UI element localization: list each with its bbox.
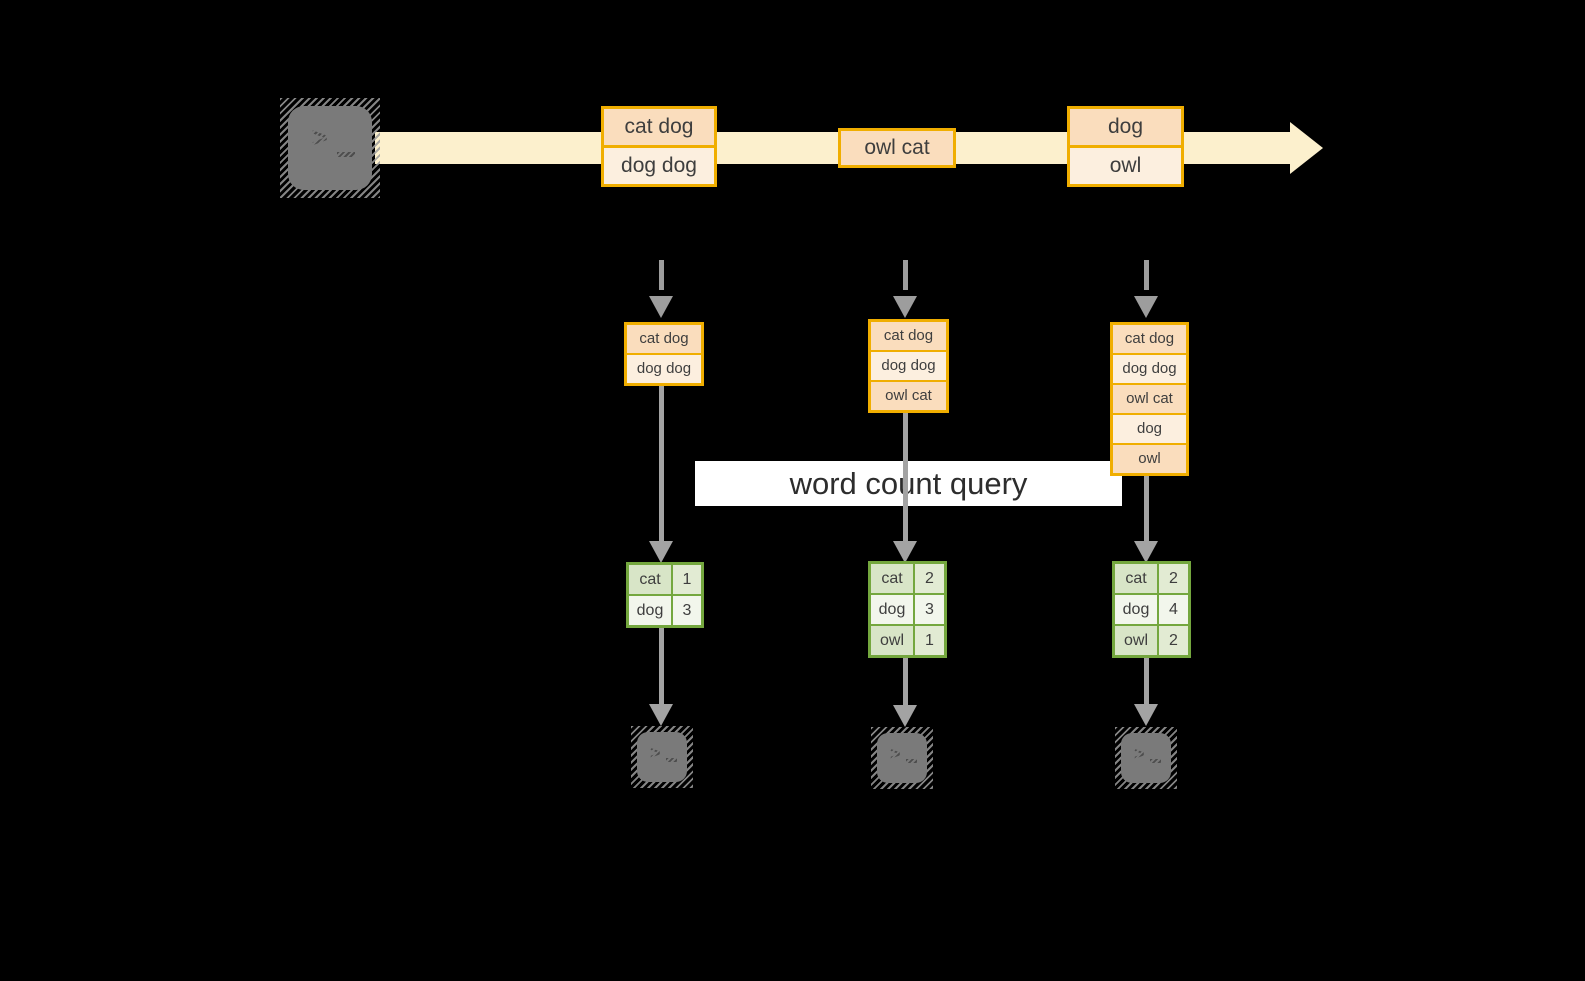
stream-arrowhead-icon [1290,122,1323,174]
table-row: dog 3 [871,593,944,624]
count-cell: 2 [915,564,944,593]
table-row: cat 2 [871,564,944,593]
prompt-chevron-icon: > [650,743,661,763]
table-to-consumer-arrow-3 [1134,656,1159,726]
producer-terminal-icon: > [280,98,380,198]
word-cell: cat [871,564,915,593]
word-cell: cat [629,565,673,594]
buffer-stack-1: cat dog dog dog [624,322,704,386]
buffer-stack-3: cat dog dog dog owl cat dog owl [1110,322,1189,476]
table-row: cat 1 [629,565,701,594]
consumer-terminal-icon-2: > [871,727,933,789]
buffer-record: cat dog [1113,325,1186,353]
buffer-record: dog dog [627,353,701,383]
query-label: word count query [695,461,1122,506]
buffer-to-table-arrow-3 [1134,476,1159,563]
table-row: cat 2 [1115,564,1188,593]
table-row: owl 1 [871,624,944,655]
buffer-record: owl [1113,443,1186,473]
consumer-terminal-icon-3: > [1115,727,1177,789]
terminal-screen: > [877,733,927,783]
count-table-1: cat 1 dog 3 [626,562,704,628]
prompt-cursor-icon [666,758,677,762]
count-cell: 3 [673,596,701,625]
count-cell: 4 [1159,595,1188,624]
buffer-record: dog dog [871,350,946,380]
buffer-record: cat dog [627,325,701,353]
terminal-screen: > [288,106,372,190]
prompt-chevron-icon: > [311,122,328,154]
prompt-cursor-icon [336,152,356,158]
count-table-3: cat 2 dog 4 owl 2 [1112,561,1191,658]
prompt-chevron-icon: > [1134,744,1145,764]
consumer-terminal-icon-1: > [631,726,693,788]
buffer-record: dog dog [1113,353,1186,383]
count-cell: 3 [915,595,944,624]
buffer-record: dog [1113,413,1186,443]
table-to-consumer-arrow-1 [649,628,674,726]
word-cell: owl [871,626,915,655]
buffer-stack-2: cat dog dog dog owl cat [868,319,949,413]
prompt-cursor-icon [1150,759,1161,763]
word-cell: dog [1115,595,1159,624]
buffer-to-table-arrow-1 [649,386,674,563]
event-record: owl cat [841,131,953,165]
count-cell: 2 [1159,564,1188,593]
event-record: dog dog [604,145,714,184]
count-cell: 1 [673,565,701,594]
stream-event-box-3: dog owl [1067,106,1184,187]
buffer-record: owl cat [1113,383,1186,413]
buffer-to-table-arrow-2 [893,413,918,563]
terminal-screen: > [1121,733,1171,783]
terminal-screen: > [637,732,687,782]
count-cell: 2 [1159,626,1188,655]
buffer-record: owl cat [871,380,946,410]
count-table-2: cat 2 dog 3 owl 1 [868,561,947,658]
word-cell: owl [1115,626,1159,655]
table-row: dog 4 [1115,593,1188,624]
prompt-chevron-icon: > [890,744,901,764]
word-cell: cat [1115,564,1159,593]
stream-event-box-1: cat dog dog dog [601,106,717,187]
word-cell: dog [871,595,915,624]
prompt-cursor-icon [906,759,917,763]
word-cell: dog [629,596,673,625]
count-cell: 1 [915,626,944,655]
stream-event-box-2: owl cat [838,128,956,168]
buffer-record: cat dog [871,322,946,350]
event-record: owl [1070,145,1181,184]
table-row: dog 3 [629,594,701,625]
event-record: dog [1070,109,1181,145]
table-row: owl 2 [1115,624,1188,655]
table-to-consumer-arrow-2 [893,657,918,727]
event-record: cat dog [604,109,714,145]
